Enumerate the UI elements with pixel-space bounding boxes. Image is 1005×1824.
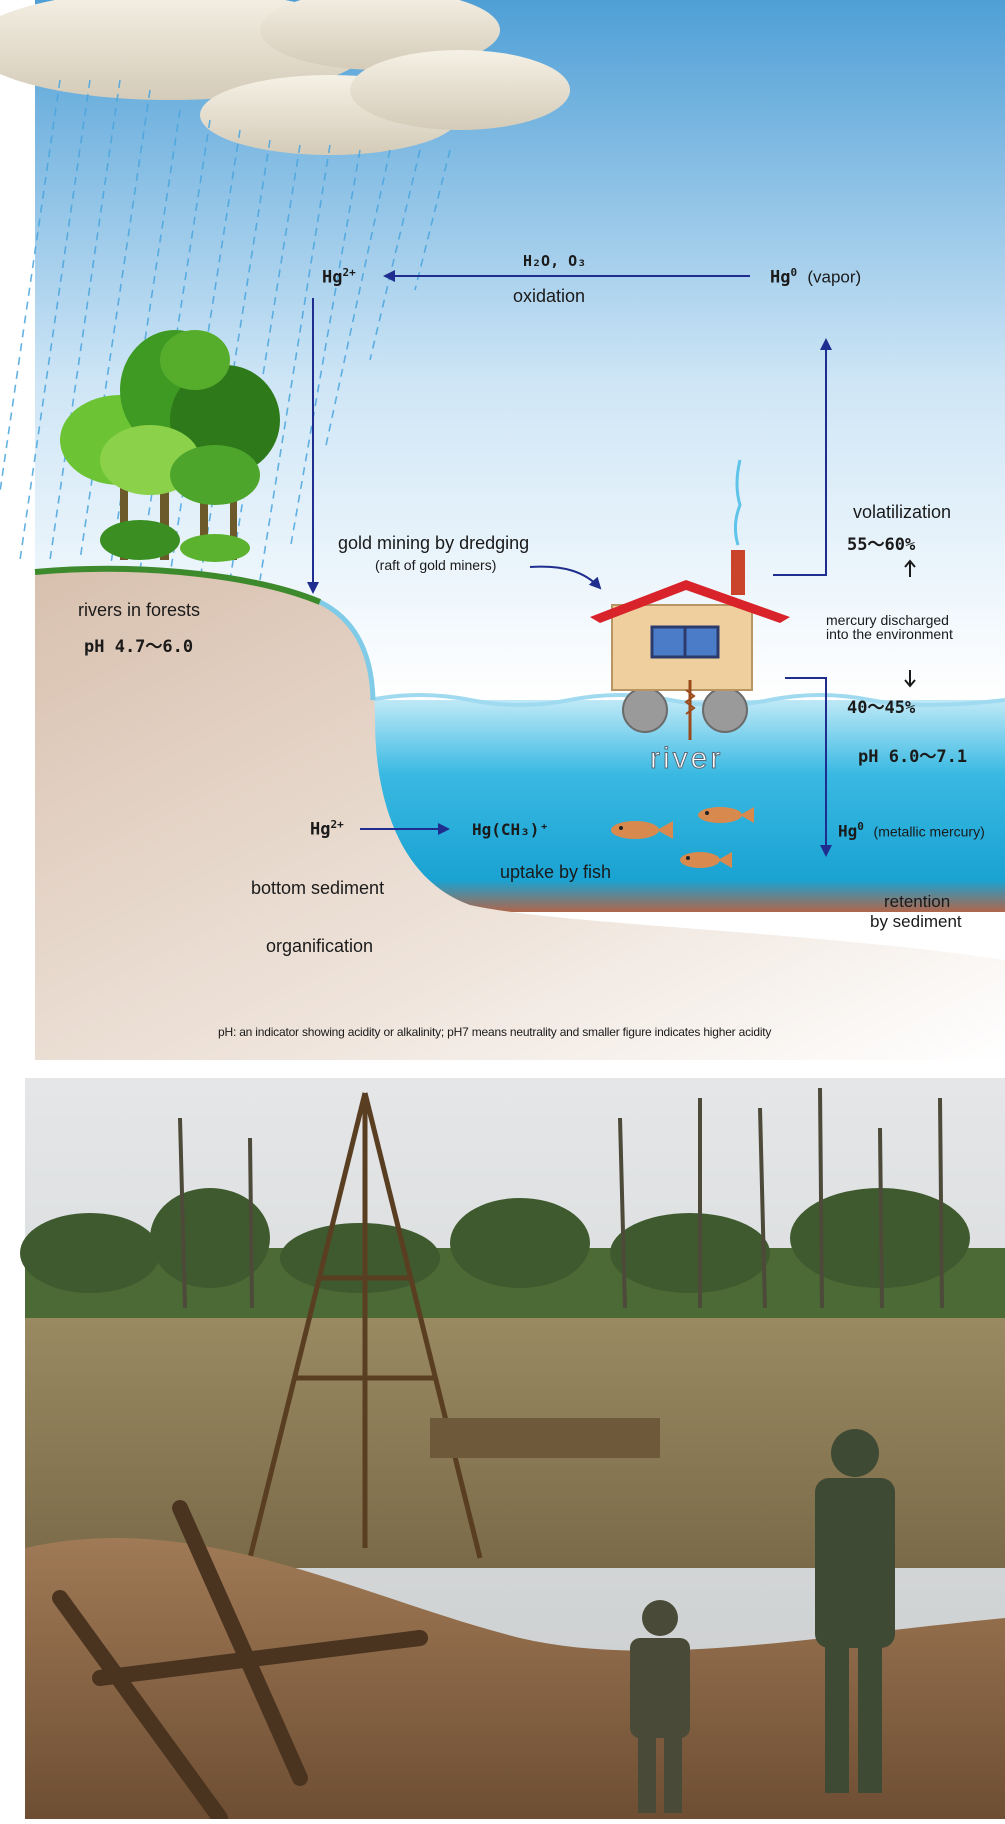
dredge-tower bbox=[247, 1092, 483, 1559]
retention-label-line1: retention bbox=[884, 892, 951, 911]
forest-rivers-label: rivers in forests bbox=[78, 600, 201, 620]
diagram-artwork bbox=[0, 0, 1005, 1060]
oxidation-label: oxidation bbox=[513, 286, 586, 306]
mining-site-photo bbox=[0, 1078, 1005, 1824]
hg0-vapor-label: Hg0 (vapor) bbox=[770, 266, 862, 288]
bottom-sediment-label: bottom sediment bbox=[251, 878, 385, 898]
river-water bbox=[370, 700, 1005, 912]
discharged-label-line2: into the environment bbox=[826, 626, 953, 642]
river-ph-label: pH 6.0～7.1 bbox=[858, 747, 968, 767]
mining-photo-illustration bbox=[20, 1078, 1005, 1824]
mercury-cycle-diagram: Hg2+ H₂O, O₃ oxidation Hg0 (vapor) volat… bbox=[0, 0, 1005, 1060]
forest-trees bbox=[60, 330, 280, 562]
sediment-percent: 40～45% bbox=[847, 698, 916, 718]
fish bbox=[611, 807, 754, 868]
ph-footnote: pH: an indicator showing acidity or alka… bbox=[218, 1025, 772, 1039]
soldier-right bbox=[815, 1429, 895, 1793]
methylmercury-label: Hg(CH₃)⁺ bbox=[472, 820, 550, 839]
riverbank bbox=[35, 566, 1005, 1060]
hg0-metallic-label: Hg0 (metallic mercury) bbox=[838, 820, 985, 841]
hg2-atmosphere-label: Hg2+ bbox=[322, 266, 356, 288]
treeline bbox=[20, 1188, 1005, 1328]
gold-mining-raft bbox=[590, 459, 790, 740]
hg2-sediment-label: Hg2+ bbox=[310, 818, 344, 840]
riverbank-ground bbox=[25, 1537, 1005, 1819]
discharge-down-arrow bbox=[785, 677, 832, 857]
flow-arrows bbox=[307, 270, 832, 857]
volatilization-label: volatilization bbox=[853, 502, 952, 522]
uptake-by-fish-label: uptake by fish bbox=[500, 862, 612, 882]
soldier-front bbox=[630, 1600, 690, 1813]
raft bbox=[430, 1418, 660, 1458]
raft-pointer-arrow bbox=[529, 565, 602, 590]
oxidation-agents-label: H₂O, O₃ bbox=[523, 252, 587, 270]
retention-label-line2: by sediment bbox=[870, 912, 962, 931]
river-label: river bbox=[649, 742, 724, 776]
raft-label: (raft of gold miners) bbox=[375, 557, 497, 573]
volatilization-percent: 55～60% bbox=[847, 535, 916, 555]
volatilization-arrow bbox=[773, 338, 832, 576]
forest-ph-label: pH 4.7～6.0 bbox=[84, 637, 194, 657]
discharged-label-line1: mercury discharged bbox=[826, 612, 949, 628]
cloud bbox=[0, 0, 570, 155]
gold-mining-label: gold mining by dredging bbox=[338, 533, 530, 553]
organification-label: organification bbox=[266, 936, 374, 956]
